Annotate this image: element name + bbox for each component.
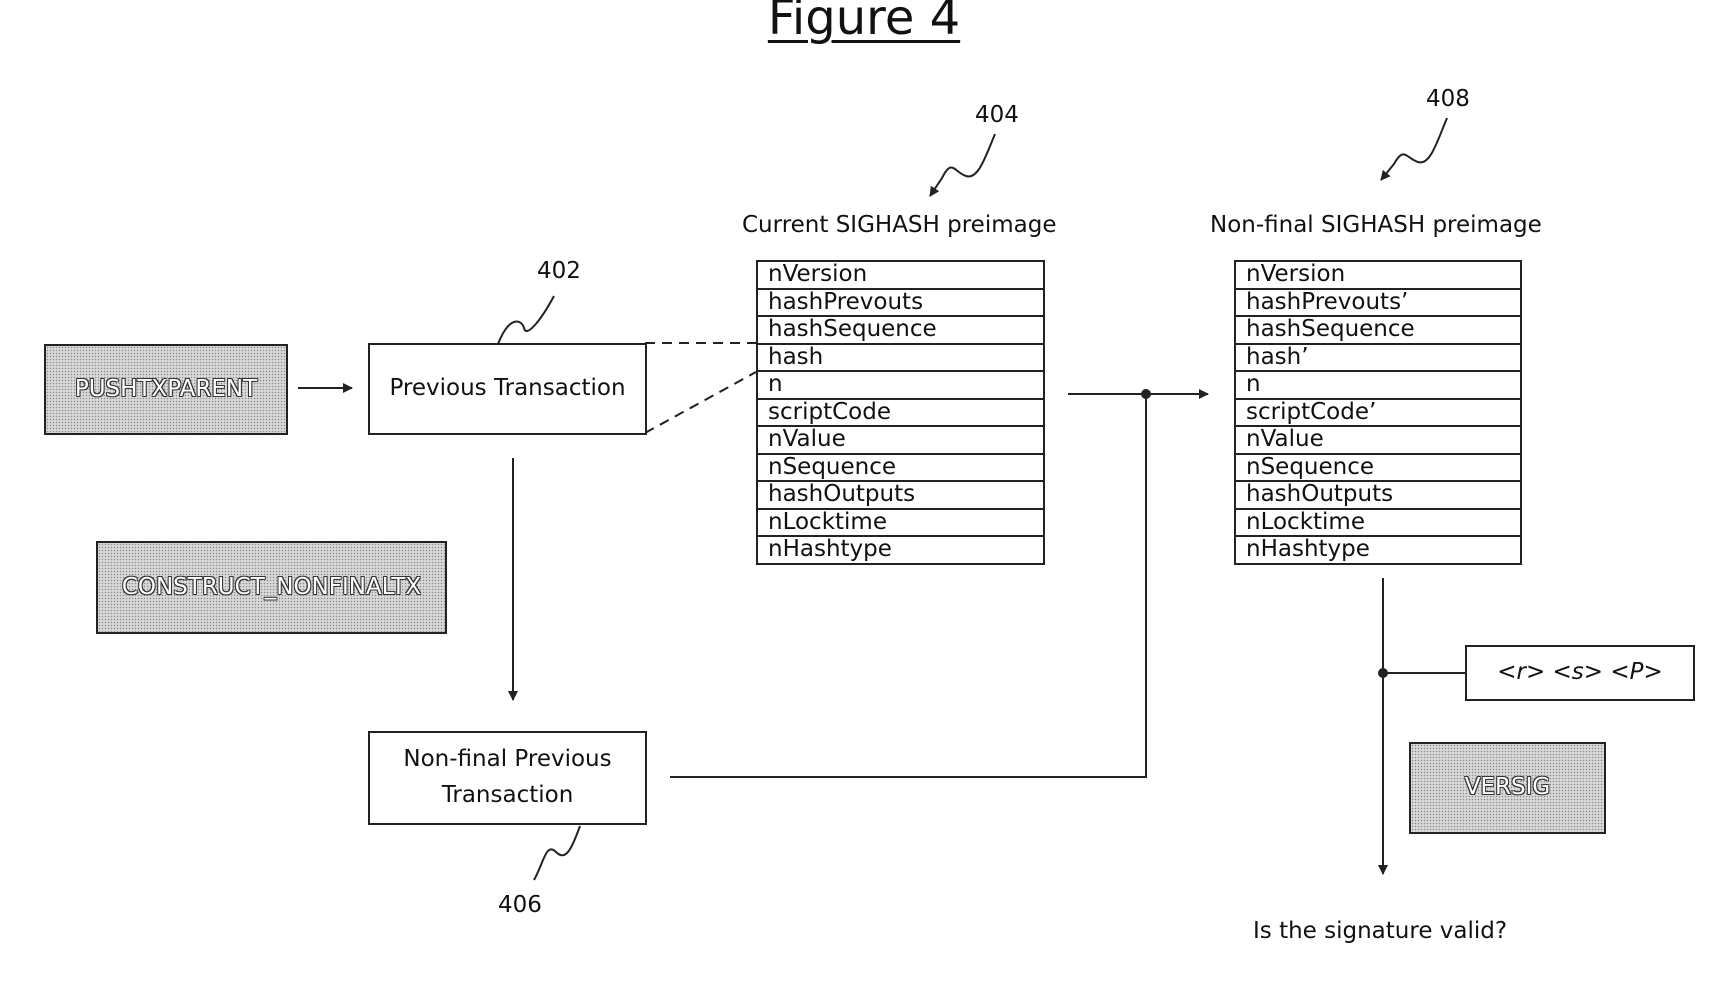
field-nhashtype: nHashtype (1236, 537, 1520, 565)
previous-transaction-label: Previous Transaction (389, 371, 625, 407)
field-hashprevouts: hashPrevouts (758, 290, 1043, 318)
versig-label: VERSIG (1465, 770, 1550, 806)
signature-inputs-box[interactable]: <r> <s> <P> (1465, 645, 1695, 701)
nonfinal-previous-transaction-box[interactable]: Non-final Previous Transaction (368, 731, 647, 825)
field-hashsequence: hashSequence (1236, 317, 1520, 345)
figure-title: Figure 4 (0, 0, 1728, 46)
field-hashsequence: hashSequence (758, 317, 1043, 345)
field-nhashtype: nHashtype (758, 537, 1043, 565)
leader-squiggle-408 (1381, 118, 1447, 180)
nonfinal-preimage-table: nVersion hashPrevouts’ hashSequence hash… (1234, 260, 1522, 565)
pushtxparent-label: PUSHTXPARENT (75, 372, 257, 408)
ref-404: 404 (975, 102, 1019, 128)
dashed-expansion-bottom (645, 372, 756, 433)
field-nversion: nVersion (1236, 262, 1520, 290)
field-nversion: nVersion (758, 262, 1043, 290)
versig-box[interactable]: VERSIG (1409, 742, 1606, 834)
field-hash: hash (758, 345, 1043, 373)
field-hashprevouts-prime: hashPrevouts’ (1236, 290, 1520, 318)
signature-inputs-label: <r> <s> <P> (1497, 655, 1663, 691)
nonfinal-previous-label-line2: Transaction (442, 778, 574, 814)
field-nvalue: nValue (1236, 427, 1520, 455)
ref-406: 406 (498, 892, 542, 918)
construct-nonfinaltx-label: CONSTRUCT_NONFINALTX (122, 570, 421, 606)
nonfinal-preimage-caption: Non-final SIGHASH preimage (1210, 212, 1542, 238)
field-nsequence: nSequence (758, 455, 1043, 483)
field-scriptcode-prime: scriptCode’ (1236, 400, 1520, 428)
field-hashoutputs: hashOutputs (1236, 482, 1520, 510)
nonfinal-previous-label-line1: Non-final Previous (403, 742, 611, 778)
field-hashoutputs: hashOutputs (758, 482, 1043, 510)
field-nlocktime: nLocktime (1236, 510, 1520, 538)
ref-402: 402 (537, 258, 581, 284)
field-n: n (1236, 372, 1520, 400)
field-hash-prime: hash’ (1236, 345, 1520, 373)
leader-squiggle-404 (930, 134, 995, 196)
result-question: Is the signature valid? (1253, 918, 1507, 944)
field-nlocktime: nLocktime (758, 510, 1043, 538)
current-preimage-table: nVersion hashPrevouts hashSequence hash … (756, 260, 1045, 565)
construct-nonfinaltx-box[interactable]: CONSTRUCT_NONFINALTX (96, 541, 447, 634)
previous-transaction-box[interactable]: Previous Transaction (368, 343, 647, 435)
leader-squiggle-406 (534, 826, 580, 880)
current-preimage-caption: Current SIGHASH preimage (742, 212, 1056, 238)
field-nvalue: nValue (758, 427, 1043, 455)
leader-squiggle-402 (498, 296, 554, 344)
ref-408: 408 (1426, 86, 1470, 112)
field-scriptcode: scriptCode (758, 400, 1043, 428)
field-nsequence: nSequence (1236, 455, 1520, 483)
pushtxparent-box[interactable]: PUSHTXPARENT (44, 344, 288, 435)
field-n: n (758, 372, 1043, 400)
